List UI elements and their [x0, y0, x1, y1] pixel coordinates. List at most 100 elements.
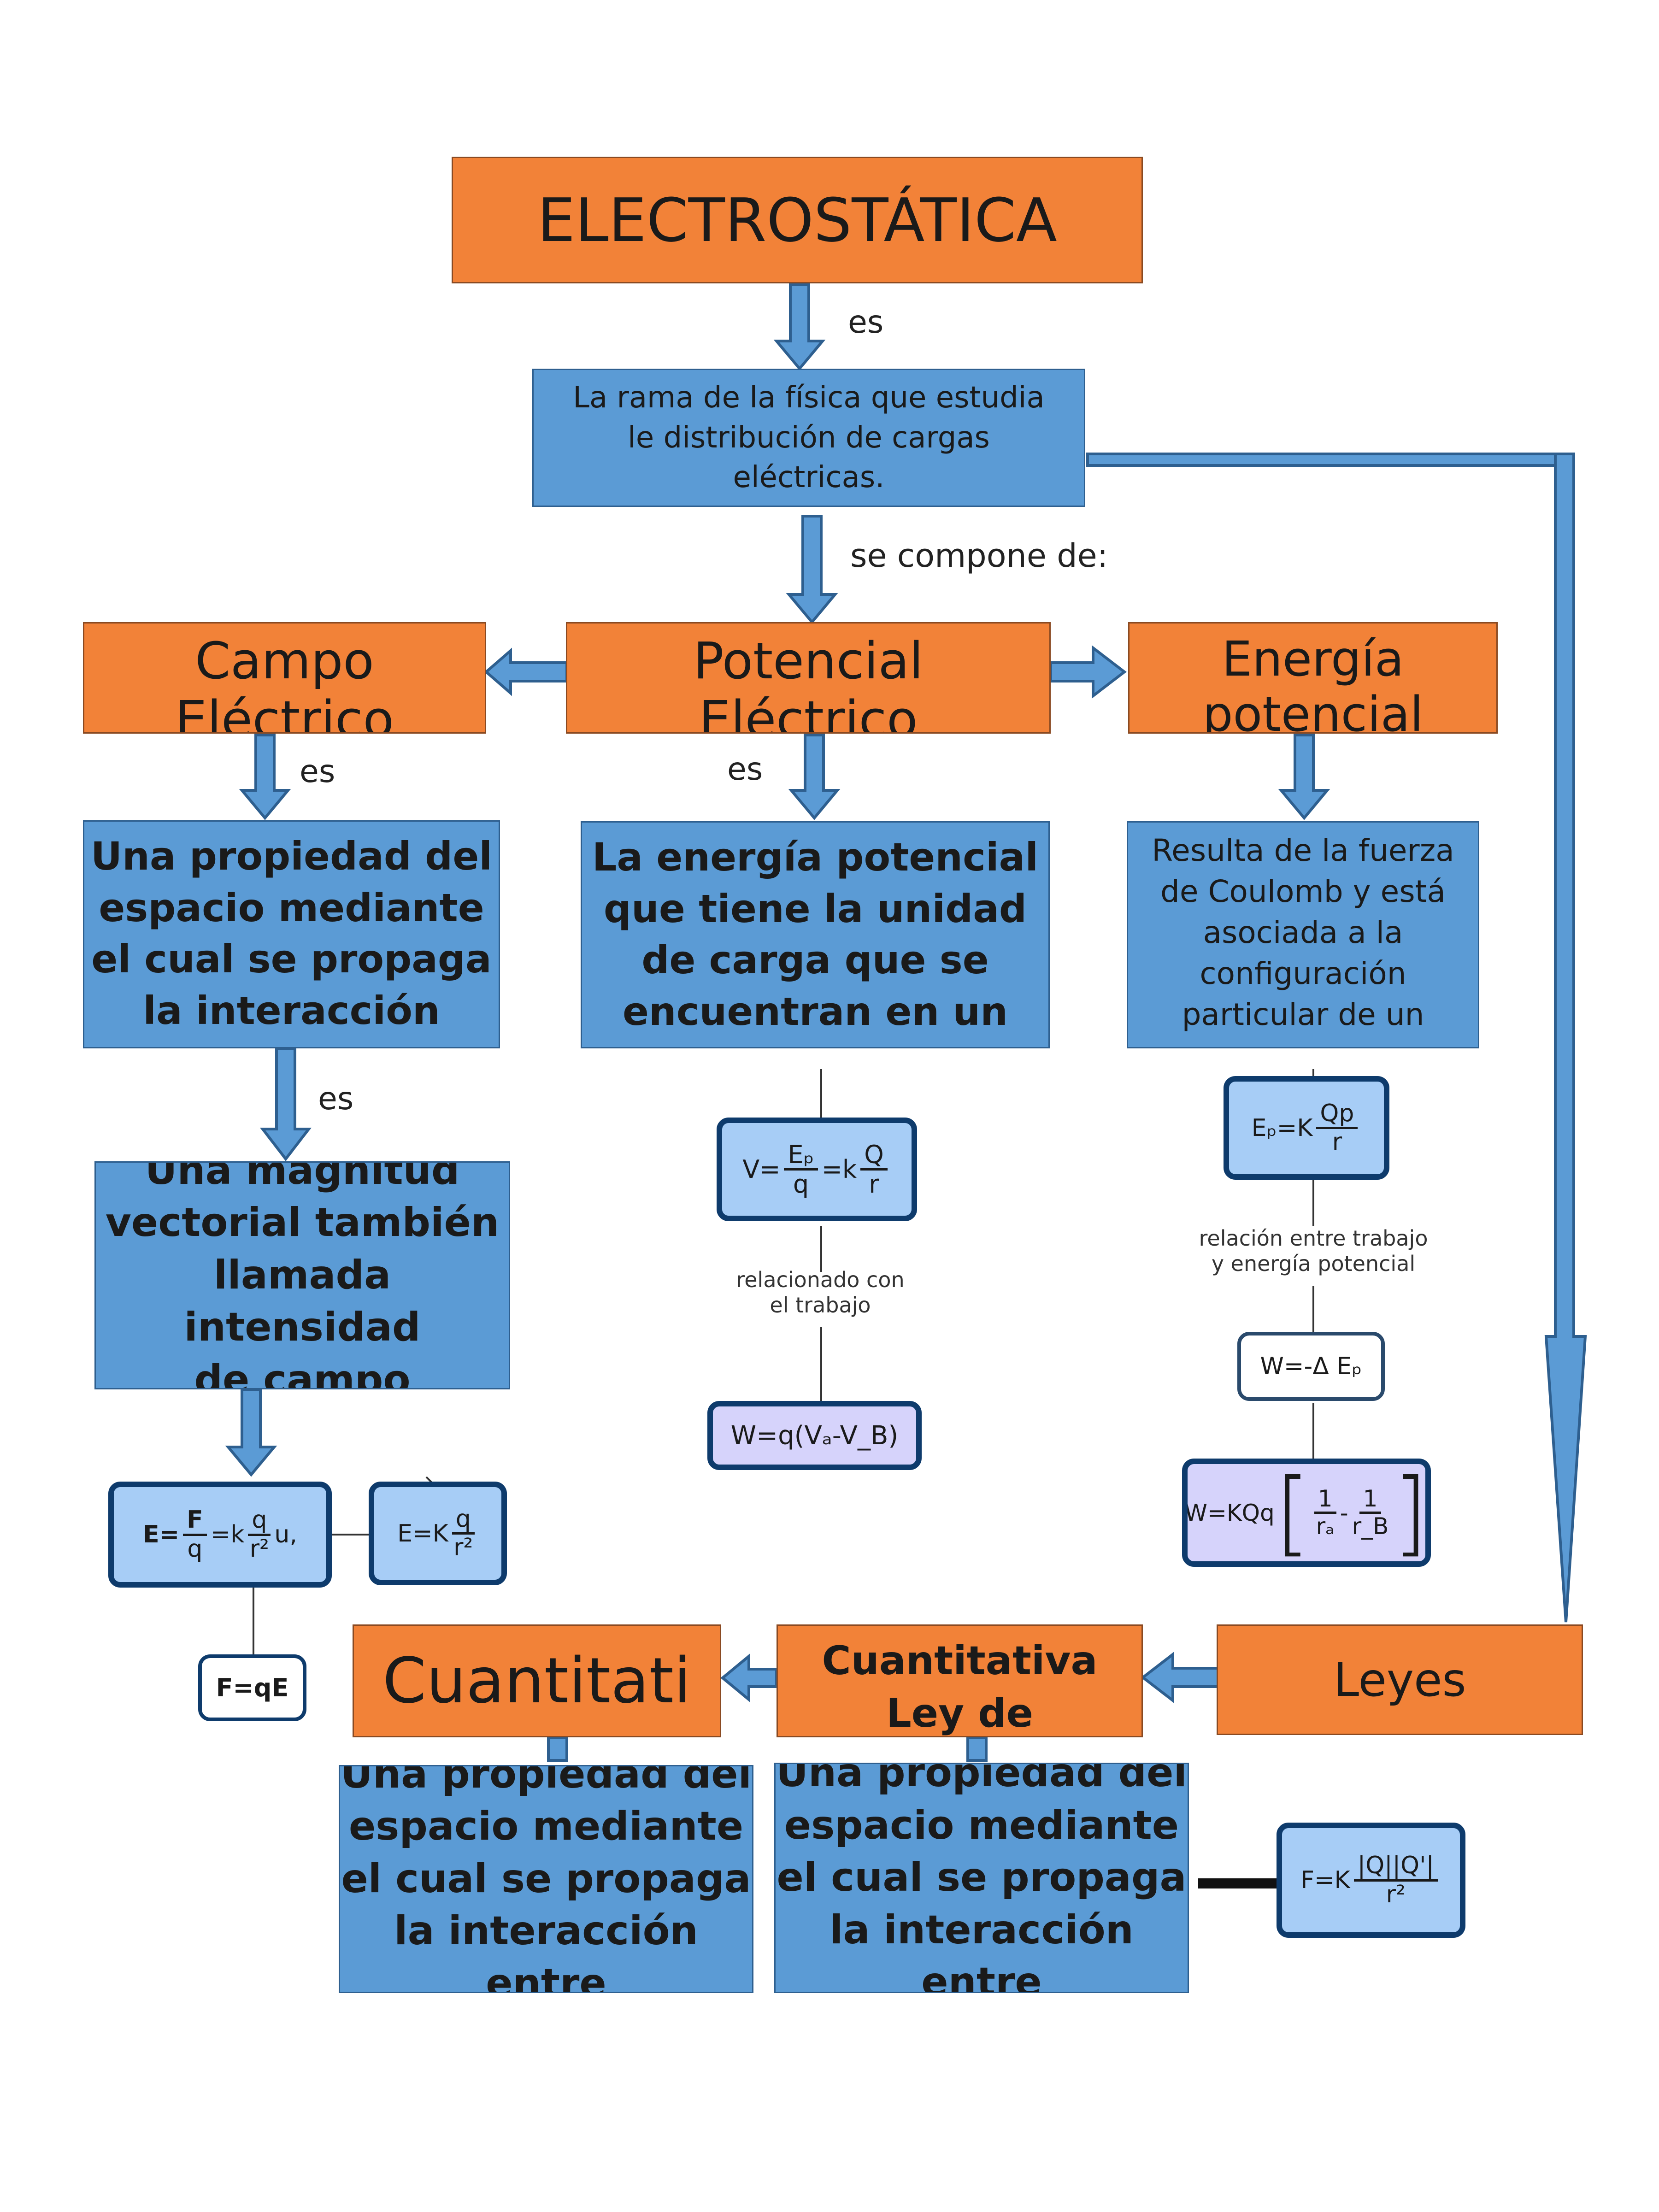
campo-desc-text: Una propiedad del espacio mediante el cu… — [90, 834, 493, 1047]
f-wkqq-ra: rₐ — [1316, 1513, 1335, 1540]
potencial-title: Potencial Eléctrico — [693, 631, 924, 734]
f-ek-q: q — [452, 1506, 475, 1535]
bracket-right: ] — [1392, 1459, 1429, 1566]
f-e-r2: r² — [249, 1535, 270, 1563]
energia-title: Energía potencial — [1202, 631, 1424, 734]
f-e-u: u, — [274, 1521, 297, 1548]
f-e-k: =k — [210, 1521, 245, 1548]
bracket-left: [ — [1274, 1459, 1311, 1566]
label-es-potencial: es — [727, 751, 763, 788]
arrow-campo-desc-to-desc2 — [259, 1047, 312, 1161]
f-ek-lhs: E=K — [397, 1519, 448, 1547]
f-fqe-f: F=q — [216, 1673, 272, 1702]
f-e-q: q — [187, 1535, 203, 1563]
potencial-desc-text: La energía potencial que tiene la unidad… — [592, 835, 1039, 1035]
f-coul-den: r² — [1386, 1880, 1406, 1908]
potencial-desc-node: La energía potencial que tiene la unidad… — [581, 821, 1050, 1048]
campo-title: Campo Eléctrico — [175, 631, 394, 734]
f-v-k: =k — [821, 1155, 857, 1184]
label-es-campo-2: es — [318, 1081, 354, 1117]
arrow-definition-to-potencial — [786, 515, 838, 624]
arrow-campo-to-desc — [239, 734, 291, 820]
f-e-lhs: E= — [143, 1521, 180, 1548]
bottom-desc-right-text: Una propiedad del espacio mediante el cu… — [776, 1763, 1187, 1993]
f-fqe-e: E — [271, 1673, 289, 1702]
f-v-r: r — [869, 1170, 879, 1199]
energia-desc-node: Resulta de la fuerza de Coulomb y está a… — [1127, 821, 1479, 1048]
f-ep-qp: Qp — [1316, 1100, 1358, 1129]
f-wkqq-lhs: W=KQq — [1184, 1499, 1275, 1526]
title-node: ELECTROSTÁTICA — [452, 157, 1143, 283]
arrow-energia-to-desc — [1278, 734, 1330, 820]
arrow-potencial-to-energia — [1049, 645, 1127, 699]
stub-ley — [966, 1736, 988, 1762]
ley-node: Cuantitativa Ley de — [777, 1624, 1143, 1737]
f-w-va-vb: W=q(Vₐ-V_B) — [730, 1420, 899, 1451]
label-es-title: es — [848, 304, 884, 341]
formula-w-delta: W=-Δ Eₚ — [1237, 1332, 1385, 1401]
f-wkqq-rb: r_B — [1352, 1513, 1389, 1540]
campo-desc2-text: Una magnitud vectorial también llamada i… — [105, 1161, 500, 1389]
leyes-node: Leyes — [1217, 1624, 1583, 1735]
stub-cuantitati — [547, 1736, 568, 1762]
ley-text: Cuantitativa Ley de — [822, 1638, 1098, 1736]
f-wkqq-1b: 1 — [1359, 1486, 1382, 1514]
definition-node: La rama de la física que estudia le dist… — [532, 369, 1085, 507]
arrow-potencial-to-desc — [788, 734, 841, 820]
cuantitati-node: Cuantitati — [353, 1624, 721, 1737]
f-v-q: q — [793, 1170, 809, 1199]
f-coul-num: |Q||Q'| — [1353, 1853, 1438, 1882]
f-coul-frac: |Q||Q'|r² — [1353, 1853, 1438, 1908]
formula-w-va-vb: W=q(Vₐ-V_B) — [707, 1401, 922, 1470]
energia-note: relación entre trabajo y energía potenci… — [1199, 1226, 1428, 1277]
leyes-text: Leyes — [1333, 1653, 1466, 1707]
f-v-lhs: V= — [742, 1155, 781, 1184]
title-text: ELECTROSTÁTICA — [537, 185, 1057, 255]
arrow-title-to-definition — [773, 283, 826, 371]
arrow-definition-to-leyes — [1086, 453, 1566, 467]
f-ek-r2: r² — [453, 1534, 473, 1561]
arrow-potencial-to-campo — [484, 647, 568, 696]
campo-node: Campo Eléctrico — [83, 622, 486, 734]
f-v-Q: Q — [860, 1141, 888, 1171]
arrow-leyes-to-ley — [1141, 1651, 1220, 1704]
campo-desc2-node: Una magnitud vectorial también llamada i… — [94, 1161, 510, 1389]
bottom-desc-right: Una propiedad del espacio mediante el cu… — [774, 1763, 1189, 1993]
bottom-desc-left-text: Una propiedad del espacio mediante el cu… — [341, 1765, 752, 1993]
f-e-qn: q — [248, 1507, 271, 1536]
formula-coulomb: F=K |Q||Q'|r² — [1277, 1823, 1465, 1938]
definition-text: La rama de la física que estudia le dist… — [573, 381, 1045, 495]
f-coul-lhs: F=K — [1300, 1866, 1350, 1894]
energia-node: Energía potencial — [1128, 622, 1498, 734]
f-ep-r: r — [1332, 1128, 1342, 1156]
arrow-ley-to-cuantitati — [720, 1653, 778, 1703]
f-w-delta: W=-Δ Eₚ — [1260, 1353, 1362, 1380]
f-v-ep: Eₚ — [784, 1141, 818, 1171]
bottom-desc-left: Una propiedad del espacio mediante el cu… — [339, 1765, 753, 1993]
campo-desc-node: Una propiedad del espacio mediante el cu… — [83, 820, 500, 1048]
arrow-right-rail — [1544, 453, 1587, 1623]
cuantitati-text: Cuantitati — [382, 1644, 691, 1718]
label-se-compone: se compone de: — [850, 537, 1108, 575]
f-ep-lhs: Eₚ=K — [1251, 1114, 1313, 1142]
f-e-F: F — [183, 1507, 207, 1536]
f-wkqq-1a: 1 — [1314, 1486, 1336, 1514]
potencial-node: Potencial Eléctrico — [566, 622, 1051, 734]
f-wkqq-minus: - — [1340, 1499, 1348, 1526]
arrow-desc2-to-formula — [225, 1388, 277, 1477]
label-es-campo: es — [300, 753, 335, 790]
